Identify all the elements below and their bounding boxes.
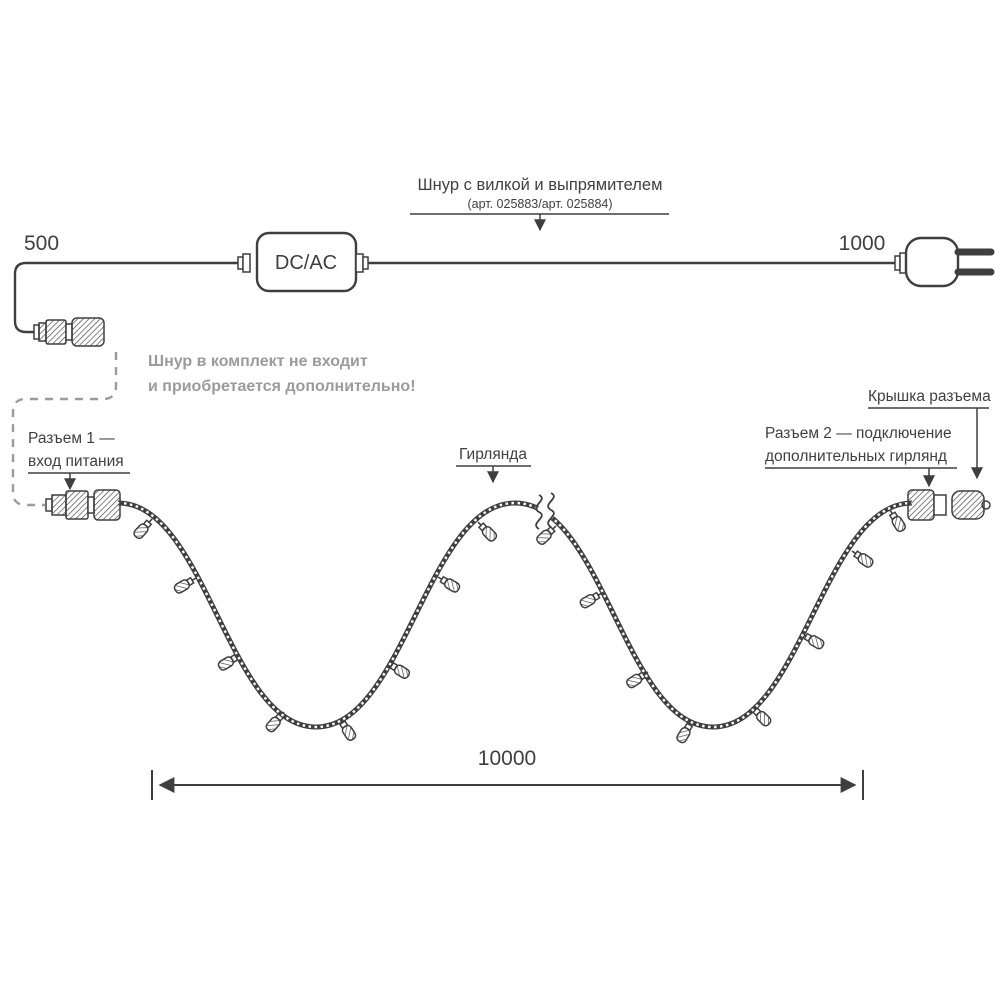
connector1-body <box>51 494 67 516</box>
cap-strap-loop <box>981 500 991 510</box>
connector-cap <box>951 490 985 520</box>
connector-1-power-input <box>45 489 121 521</box>
connector-neck <box>65 323 73 341</box>
connector1-coupling <box>93 489 121 521</box>
cap-label: Крышка разъема <box>868 388 991 405</box>
cord-callout-art: (арт. 025883/арт. 025884) <box>467 197 612 211</box>
led-lamp <box>473 517 499 544</box>
dimension-500: 500 <box>24 232 59 255</box>
garland-wire <box>117 500 913 730</box>
connector2-socket <box>933 494 947 516</box>
connector-body <box>45 319 67 345</box>
connector2-coupling <box>907 489 935 521</box>
power-plug <box>894 236 995 288</box>
led-lamp <box>534 521 561 547</box>
connector1-neck <box>87 496 95 514</box>
connector1-label-line2: вход питания <box>28 453 124 470</box>
garland-callout: Гирлянда <box>456 446 531 484</box>
power-cord-assembly: DC/AC <box>13 231 995 347</box>
note-line-1: Шнур в комплект не входит <box>148 353 368 370</box>
garland-wire-twist-texture <box>117 501 913 729</box>
cord-left-segment <box>13 261 238 334</box>
connector-coupling <box>71 317 105 347</box>
led-lamp <box>172 573 200 596</box>
garland-string <box>45 489 991 745</box>
not-included-note: Шнур в комплект не входит и приобретаетс… <box>148 353 416 395</box>
converter-rib <box>355 253 364 273</box>
plug-body <box>904 236 960 288</box>
connector1-tip <box>45 498 53 512</box>
connector2-label-line2: дополнительных гирлянд <box>765 448 947 465</box>
connector1-body <box>65 490 89 520</box>
connector2-label-line1: Разъем 2 — подключение <box>765 425 952 442</box>
cap-callout: Крышка разъема <box>868 388 991 480</box>
note-line-2: и приобретается дополнительно! <box>148 378 416 395</box>
dimension-1000: 1000 <box>839 232 886 255</box>
connector2-callout: Разъем 2 — подключение дополнительных ги… <box>765 425 957 488</box>
break-mark <box>535 492 555 530</box>
garland-label: Гирлянда <box>459 446 527 463</box>
led-lamp <box>848 546 876 570</box>
dimension-10000: 10000 <box>478 747 536 770</box>
converter-rib <box>362 256 369 270</box>
converter-rib <box>242 253 251 273</box>
optional-cord-dashed-path <box>11 352 118 507</box>
connector-ring <box>38 322 47 342</box>
connector1-label-line1: Разъем 1 — <box>28 430 115 447</box>
total-length-dimension: 10000 <box>151 747 864 800</box>
led-lamps <box>131 506 908 745</box>
led-lamp <box>131 514 157 541</box>
break-squiggle <box>547 492 555 528</box>
connector1-callout: Разъем 1 — вход питания <box>28 430 130 491</box>
connector-2-extension <box>907 489 991 521</box>
cord-output-connector <box>33 317 105 347</box>
led-lamp <box>434 572 462 595</box>
cord-callout-label: Шнур с вилкой и выпрямителем <box>418 176 663 194</box>
cord-callout: Шнур с вилкой и выпрямителем (арт. 02588… <box>410 176 669 232</box>
break-squiggle <box>535 494 543 530</box>
converter-label: DC/AC <box>275 252 337 274</box>
